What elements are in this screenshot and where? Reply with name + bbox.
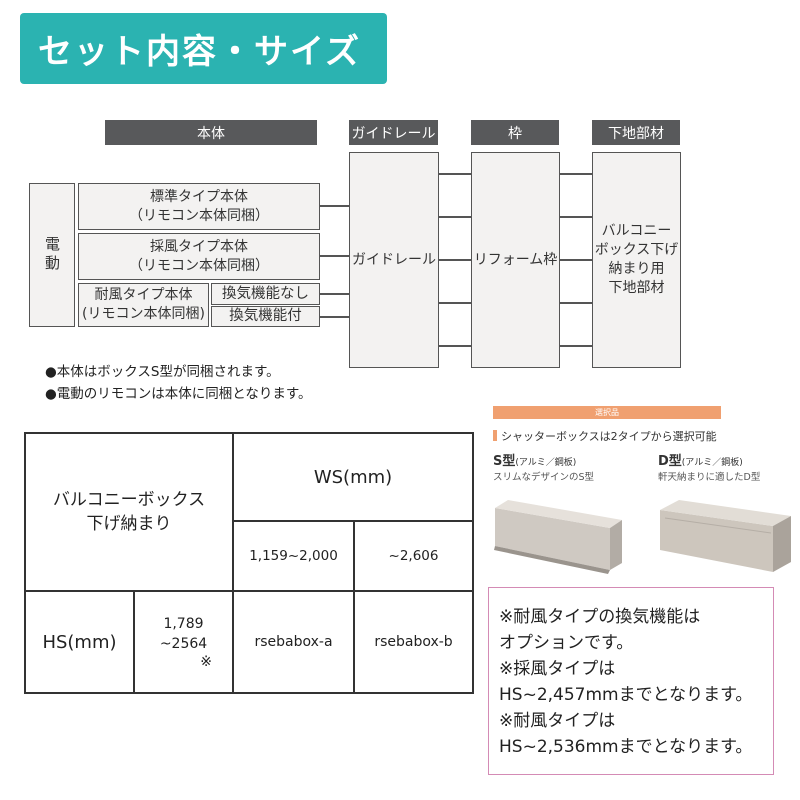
remarks-box: ※耐風タイプの換気機能は オプションです。 ※採風タイプは HS~2,457mm… <box>488 587 774 775</box>
drive-type-box: 電動 <box>29 183 75 327</box>
standard-body-name: 標準タイプ本体 <box>150 188 248 205</box>
type-s-material: (アルミ／鋼板) <box>515 458 577 468</box>
box-side <box>773 516 791 572</box>
header-base: 下地部材 <box>592 120 680 145</box>
type-d-title: D型(アルミ／鋼板) <box>658 450 743 469</box>
d-type-box-image <box>660 500 791 572</box>
base-material-box: バルコニー ボックス下げ 納まり用 下地部材 <box>592 152 681 368</box>
remark-line: HS~2,536mmまでとなります。 <box>499 737 753 757</box>
hs-range-min: 1,789 <box>163 616 204 632</box>
hs-range: 1,789 ~2564 ※ <box>135 592 232 692</box>
product-code-a: rsebabox-a <box>254 634 333 650</box>
base-material-line: 納まり用 <box>608 261 665 277</box>
windproof-body-box: 耐風タイプ本体 (リモコン本体同梱) <box>78 283 209 327</box>
corner-line: バルコニーボックス <box>52 490 206 510</box>
connector-line <box>320 293 349 295</box>
vent-option-with: 換気機能付 <box>211 306 320 327</box>
type-d-name: D型 <box>658 454 682 469</box>
connector-line <box>320 316 349 318</box>
remark-line: ※採風タイプは <box>499 659 616 679</box>
table-corner-label: バルコニーボックス 下げ納まり <box>26 434 232 590</box>
base-material-line: バルコニー <box>601 223 672 239</box>
size-table: バルコニーボックス 下げ納まり WS(mm) 1,159~2,000 ~2,60… <box>24 432 474 694</box>
box-top <box>660 500 791 526</box>
connector-line <box>560 345 592 347</box>
table-divider <box>232 520 472 522</box>
header-guide-rail: ガイドレール <box>349 120 438 145</box>
remark-line: ※耐風タイプは <box>499 711 616 731</box>
bullet-mark <box>493 430 497 441</box>
selection-subtitle: シャッターボックスは2タイプから選択可能 <box>493 428 717 444</box>
connector-line <box>439 259 471 261</box>
box-side <box>610 520 622 570</box>
remark-line: ※耐風タイプの換気機能は <box>499 607 701 627</box>
base-material-line: 下地部材 <box>608 280 665 296</box>
box-bottom <box>494 546 610 574</box>
guide-rail-box: ガイドレール <box>349 152 439 368</box>
connector-line <box>439 173 471 175</box>
corner-line: 下げ納まり <box>86 514 172 534</box>
ws-range-a: 1,159~2,000 <box>249 548 338 564</box>
standard-body-note: （リモコン本体同梱） <box>129 207 269 224</box>
connector-line <box>560 259 592 261</box>
selection-subtitle-text: シャッターボックスは2タイプから選択可能 <box>501 430 717 443</box>
box-face <box>495 508 610 570</box>
box-top <box>495 500 622 528</box>
vent-option-none: 換気機能なし <box>211 283 320 305</box>
drive-type-label: 電動 <box>43 236 61 274</box>
ventilation-body-name: 採風タイプ本体 <box>150 238 248 255</box>
connector-line <box>439 345 471 347</box>
table-divider <box>353 520 355 692</box>
windproof-body-name: 耐風タイプ本体 <box>94 287 193 303</box>
type-d-material: (アルミ／鋼板) <box>681 458 743 468</box>
hs-range-mark: ※ <box>200 654 212 670</box>
type-d-desc: 軒天納まりに適したD型 <box>658 472 761 483</box>
ws-header: WS(mm) <box>313 466 393 488</box>
type-s-title: S型(アルミ／鋼板) <box>493 450 576 469</box>
selection-header: 選択品 <box>493 406 721 419</box>
header-frame: 枠 <box>471 120 559 145</box>
connector-line <box>439 216 471 218</box>
connector-line <box>320 205 349 207</box>
s-type-box-image <box>494 500 622 574</box>
note-line: ●電動のリモコンは本体に同梱となります。 <box>45 386 312 402</box>
table-divider <box>26 590 472 592</box>
box-edge <box>664 517 772 534</box>
connector-line <box>560 302 592 304</box>
connector-line <box>320 255 349 257</box>
remark-line: オプションです。 <box>499 633 634 653</box>
table-divider <box>232 434 234 592</box>
product-code-b: rsebabox-b <box>374 634 453 650</box>
note-line: ●本体はボックスS型が同梱されます。 <box>45 364 280 380</box>
base-material-line: ボックス下げ <box>594 242 679 258</box>
reform-frame-box: リフォーム枠 <box>471 152 560 368</box>
type-s-name: S型 <box>493 454 516 469</box>
header-body: 本体 <box>105 120 317 145</box>
connector-line <box>560 173 592 175</box>
type-s-desc: スリムなデザインのS型 <box>493 472 595 483</box>
ws-range-b: ~2,606 <box>388 548 439 564</box>
table-divider <box>133 590 135 692</box>
standard-body-box: 標準タイプ本体 （リモコン本体同梱） <box>78 183 320 230</box>
ventilation-body-box: 採風タイプ本体 （リモコン本体同梱） <box>78 233 320 280</box>
windproof-body-note: (リモコン本体同梱) <box>82 306 205 322</box>
connector-line <box>439 302 471 304</box>
connector-line <box>560 216 592 218</box>
remark-line: HS~2,457mmまでとなります。 <box>499 685 753 705</box>
table-divider <box>232 590 234 692</box>
page-title: セット内容・サイズ <box>20 13 387 84</box>
box-face <box>660 510 773 572</box>
hs-range-max: ~2564 <box>159 636 208 652</box>
ventilation-body-note: （リモコン本体同梱） <box>129 257 269 274</box>
hs-header: HS(mm) <box>42 631 117 653</box>
